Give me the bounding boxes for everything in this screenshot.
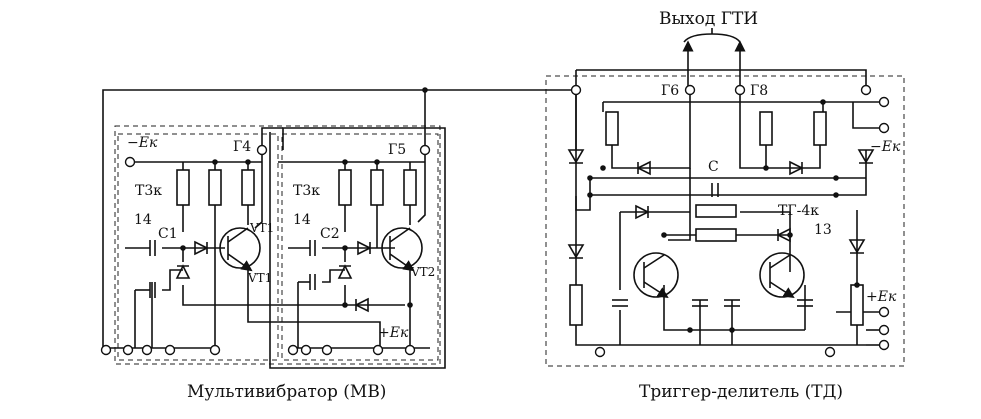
- td-transistors: [633, 252, 805, 299]
- pin-14-label-2: 14: [293, 212, 311, 228]
- transistor-vt1-top-label: VT1: [250, 221, 275, 235]
- terminal-g6-label: Г6: [661, 83, 680, 99]
- module-t3k-label-1: Т3к: [135, 183, 162, 199]
- transistor-vt2-label: VT2: [411, 265, 436, 279]
- module-t3k-label-2: Т3к: [293, 183, 320, 199]
- mv-terminals: [100, 144, 431, 356]
- td-terminals: [570, 84, 890, 358]
- mv-capacitors: [149, 240, 316, 298]
- supply-plus-ek-mid: +Eк: [378, 325, 409, 341]
- td-diodes: [567, 149, 875, 259]
- terminal-g8-label: Г8: [750, 83, 769, 99]
- capacitor-c2-label: C2: [320, 226, 340, 242]
- mv-diodes: [175, 240, 372, 313]
- t3k-module-boundary-2: [281, 133, 439, 361]
- pin-13-label: 13: [814, 222, 832, 238]
- mv-transistors: [219, 227, 423, 272]
- mv-junctions: [180, 87, 428, 308]
- terminal-g4-label: Г4: [233, 139, 252, 155]
- supply-minus-ek-right: −Eк: [870, 139, 901, 155]
- module-tg4k-label: ТГ-4к: [778, 203, 819, 219]
- multivibrator-boundary: [114, 125, 441, 365]
- supply-minus-ek-left: −Eк: [127, 135, 158, 151]
- supply-plus-ek-right: +Eк: [866, 289, 897, 305]
- trigger-divider-caption: Триггер-делитель (ТД): [639, 382, 844, 402]
- capacitor-c1-label: C1: [158, 226, 178, 242]
- terminal-g5-label: Г5: [388, 142, 407, 158]
- td-junctions: [587, 99, 860, 333]
- pin-14-label-1: 14: [134, 212, 152, 228]
- multivibrator-caption: Мультивибратор (МВ): [187, 382, 387, 402]
- capacitor-c-label: C: [708, 159, 719, 175]
- td-capacitors: [612, 183, 813, 307]
- mv-resistors: [176, 169, 417, 206]
- t3k-module-boundary-1: [117, 133, 279, 361]
- td-resistors: [569, 111, 864, 326]
- output-label: Выход ГТИ: [659, 9, 759, 29]
- transistor-vt1-bottom-label: VT1: [248, 271, 273, 285]
